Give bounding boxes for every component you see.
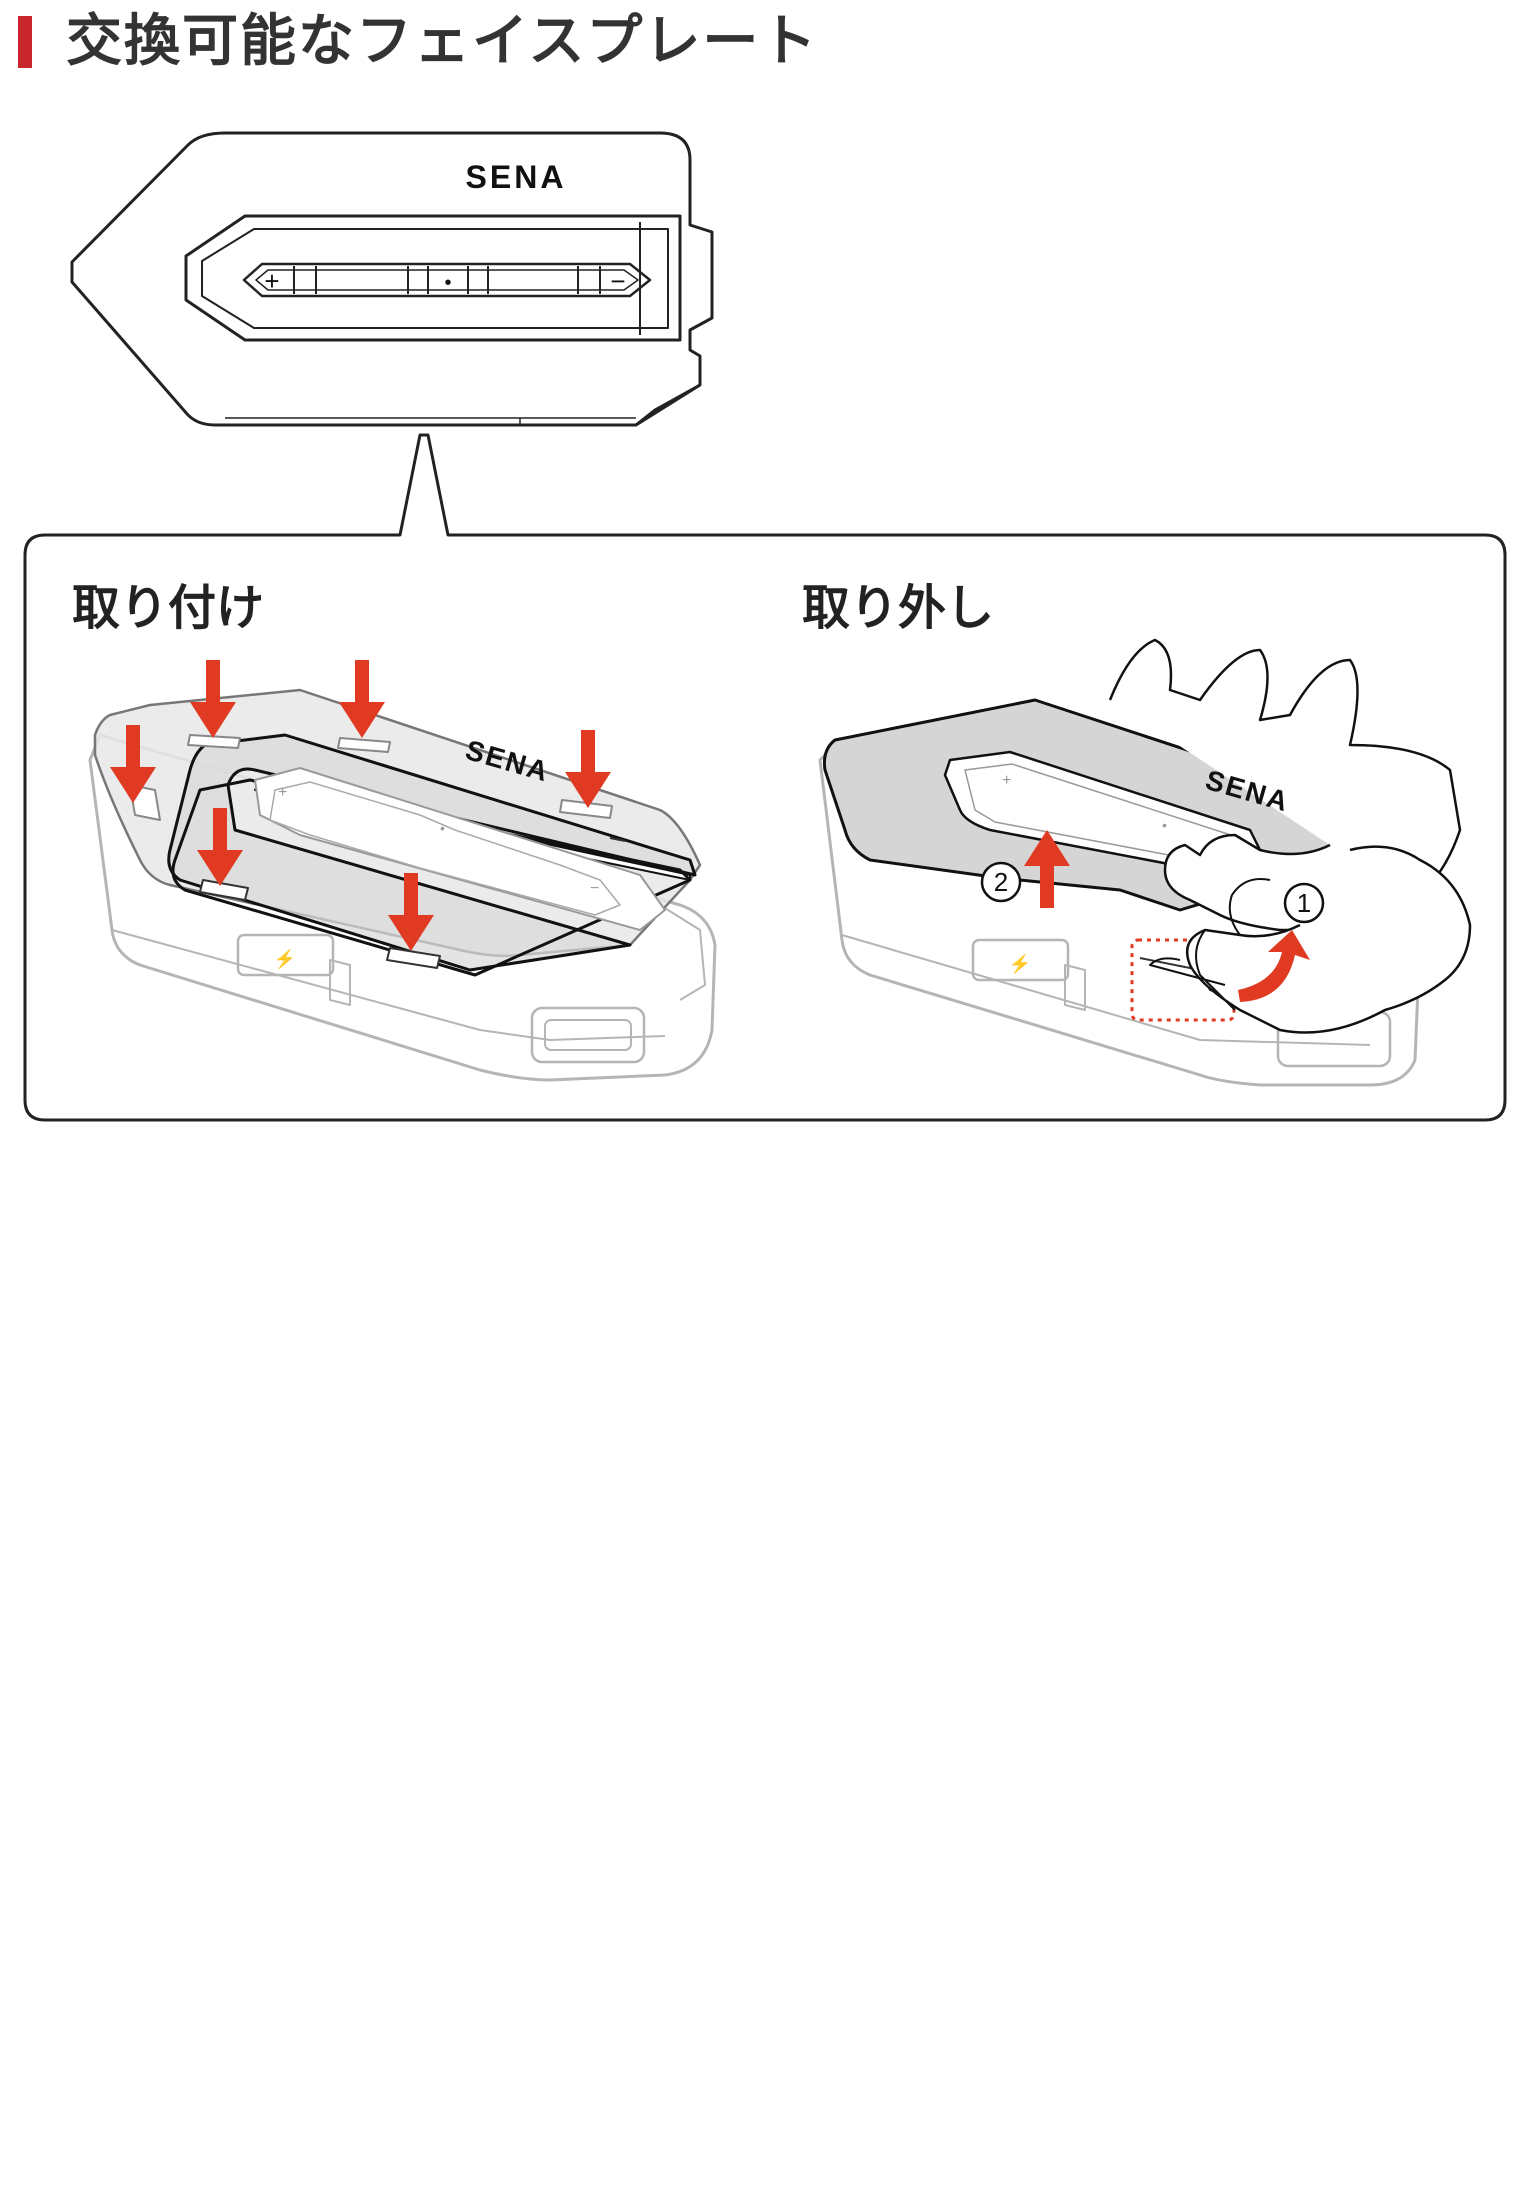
button-strip bbox=[242, 262, 652, 298]
clip-highlight-box bbox=[1130, 938, 1236, 1022]
plus-button-icon: + bbox=[264, 266, 279, 296]
attach-label: 取り付け bbox=[72, 580, 265, 636]
svg-text:⚡: ⚡ bbox=[1009, 953, 1031, 975]
up-arrow-icon bbox=[1024, 830, 1070, 908]
step-1-circle bbox=[1283, 882, 1325, 924]
device-top-view bbox=[70, 131, 714, 427]
remove-label: 取り外し bbox=[802, 580, 995, 636]
center-button-icon: • bbox=[444, 272, 451, 294]
step-2-number: 2 bbox=[994, 867, 1008, 897]
svg-text:+: + bbox=[1002, 772, 1011, 789]
step-1-number: 1 bbox=[1297, 888, 1311, 918]
svg-text:•: • bbox=[1162, 817, 1167, 833]
device-notch bbox=[635, 383, 701, 427]
minus-button-icon: − bbox=[610, 266, 625, 296]
svg-text:⚡: ⚡ bbox=[274, 948, 296, 970]
title-accent-bar bbox=[18, 16, 32, 68]
svg-text:+: + bbox=[278, 784, 287, 801]
faceplate-outline bbox=[184, 214, 682, 342]
down-arrow-icon bbox=[197, 808, 243, 886]
down-arrow-icon bbox=[339, 660, 385, 738]
page-title: 交換可能なフェイスプレート bbox=[66, 9, 819, 74]
remove-illustration: ⚡ + • bbox=[818, 638, 1472, 1087]
attach-arrows bbox=[110, 660, 611, 951]
down-arrow-icon bbox=[565, 730, 611, 808]
step-2-circle bbox=[980, 861, 1022, 903]
svg-text:•: • bbox=[440, 820, 445, 836]
down-arrow-icon bbox=[388, 873, 434, 951]
device-brand-logo: SENA bbox=[466, 159, 567, 195]
down-arrow-icon bbox=[190, 660, 236, 738]
svg-text:−: − bbox=[590, 880, 599, 897]
attach-illustration: ⚡ + • − bbox=[88, 688, 717, 1082]
device-body-outline bbox=[70, 131, 714, 427]
down-arrow-icon bbox=[110, 725, 156, 803]
curved-arrow-icon bbox=[1238, 930, 1310, 1002]
